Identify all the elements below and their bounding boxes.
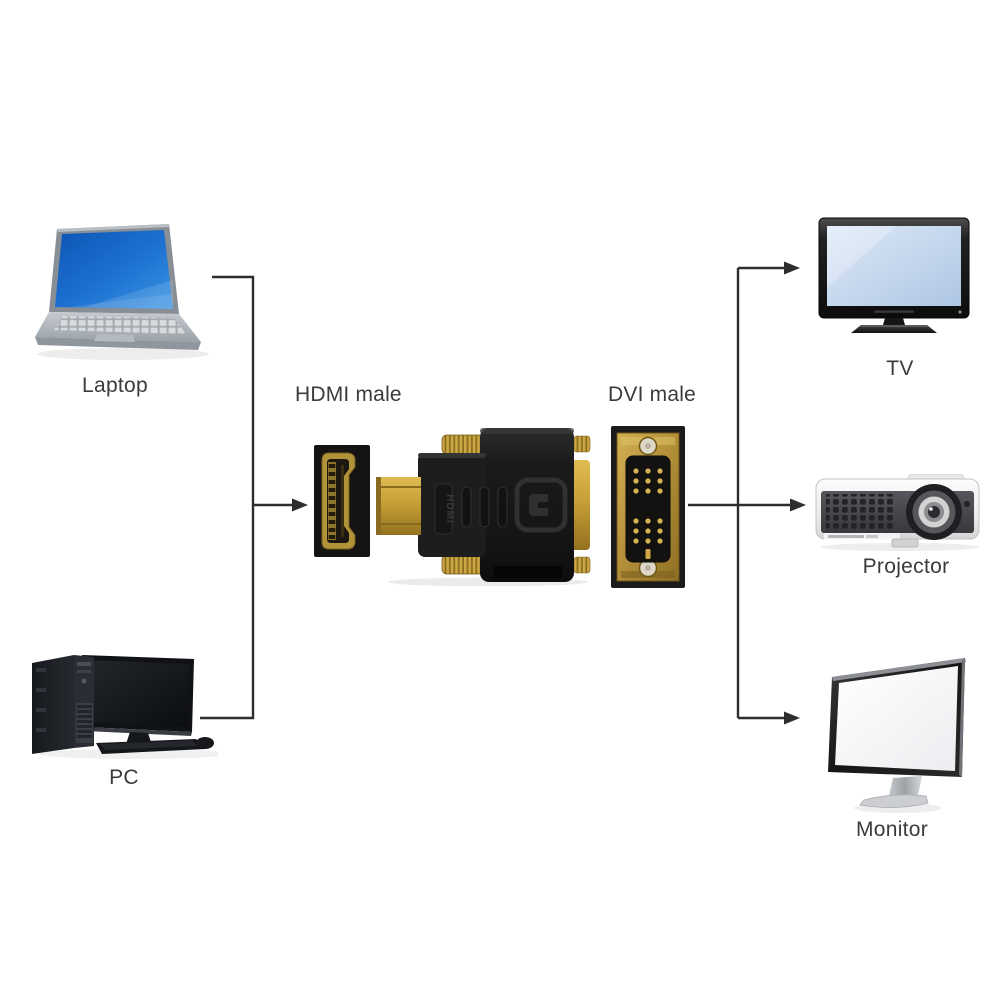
pc-illustration bbox=[32, 655, 218, 759]
monitor-illustration bbox=[828, 658, 966, 813]
projector-label: Projector bbox=[862, 555, 950, 578]
source-bracket-line bbox=[200, 275, 255, 720]
adapter-molding-text: HDMI bbox=[444, 494, 455, 524]
dvi-male-label: DVI male bbox=[608, 383, 696, 406]
hdmi-connector-photo bbox=[314, 445, 370, 557]
tv-label: TV bbox=[886, 357, 914, 380]
hdmi-male-label: HDMI male bbox=[295, 383, 402, 406]
arrowhead-tv bbox=[784, 261, 800, 275]
monitor-label: Monitor bbox=[855, 818, 929, 841]
arrowhead-projector bbox=[790, 498, 806, 512]
projector-illustration bbox=[815, 474, 980, 551]
pc-label: PC bbox=[109, 766, 139, 789]
adapter-photo: HDMI bbox=[376, 428, 591, 586]
tv-illustration bbox=[818, 217, 970, 333]
arrowhead-monitor bbox=[784, 711, 800, 725]
laptop-illustration bbox=[35, 224, 209, 360]
dvi-connector-photo bbox=[611, 426, 685, 588]
arrowhead-adapter bbox=[292, 498, 308, 512]
laptop-label: Laptop bbox=[81, 374, 149, 397]
